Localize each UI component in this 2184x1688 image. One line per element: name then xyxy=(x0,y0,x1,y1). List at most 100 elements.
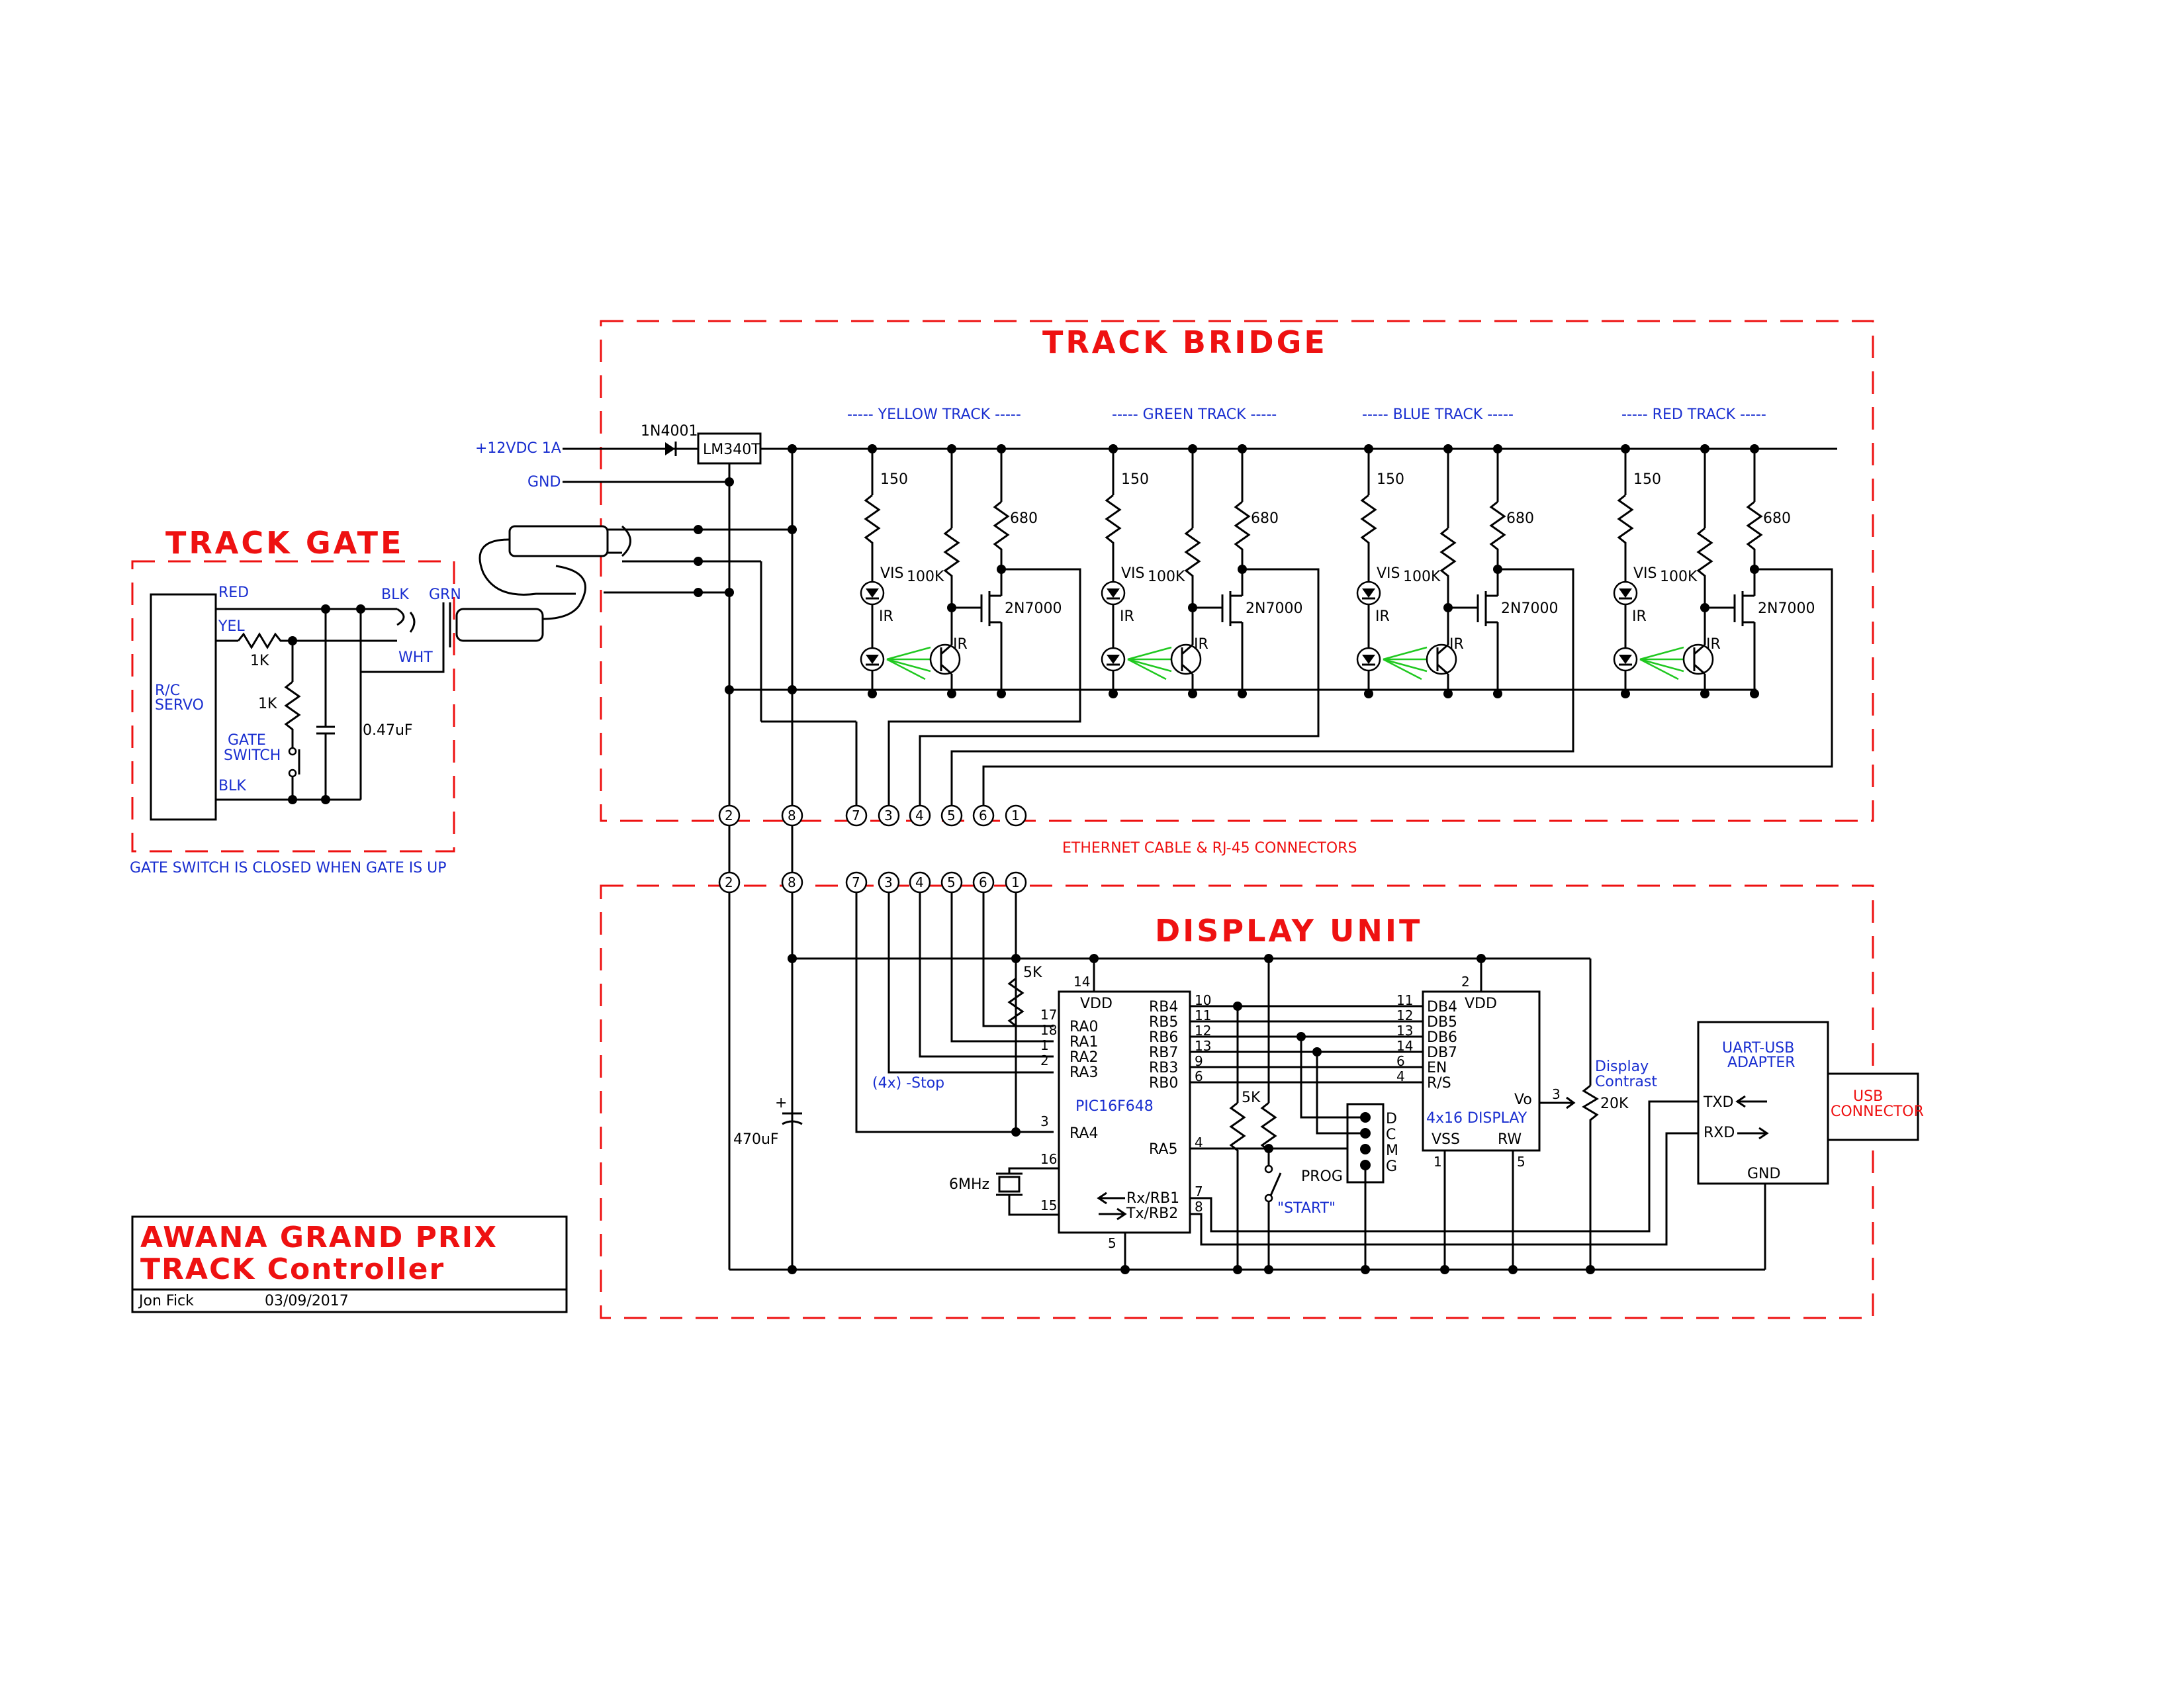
contrast-label-2: Contrast xyxy=(1595,1074,1657,1090)
track-label-red: ----- RED TRACK ----- xyxy=(1621,406,1766,423)
start-label: "START" xyxy=(1277,1200,1336,1217)
svg-text:VIS: VIS xyxy=(880,565,904,582)
contrast-label-1: Display xyxy=(1595,1058,1649,1075)
svg-text:C: C xyxy=(1386,1127,1396,1143)
svg-text:SWITCH: SWITCH xyxy=(224,747,281,764)
svg-text:5: 5 xyxy=(1108,1235,1116,1251)
svg-text:1: 1 xyxy=(1011,808,1020,823)
svg-text:0.47uF: 0.47uF xyxy=(363,722,413,739)
svg-text:1: 1 xyxy=(1011,874,1020,890)
rc-servo xyxy=(150,593,217,821)
track-cell-blue: 150 VIS IR 100K 680 2N7000 IR xyxy=(1356,443,1558,700)
diode-label: 1N4001 xyxy=(641,423,698,440)
svg-text:+: + xyxy=(775,1095,787,1111)
svg-text:100K: 100K xyxy=(1148,569,1185,585)
svg-text:7: 7 xyxy=(852,808,860,823)
cap-470-label: 470uF xyxy=(733,1131,779,1148)
svg-text:7: 7 xyxy=(852,874,860,890)
title-block xyxy=(131,1215,568,1313)
svg-text:Rx/RB1: Rx/RB1 xyxy=(1126,1190,1179,1207)
svg-text:SERVO: SERVO xyxy=(155,697,204,714)
svg-text:RB5: RB5 xyxy=(1149,1014,1178,1031)
svg-text:13: 13 xyxy=(1396,1023,1413,1039)
svg-text:RA4: RA4 xyxy=(1069,1125,1098,1142)
rj45-bridge-side: 2 8 7 3 4 5 6 1 xyxy=(718,804,1027,827)
svg-text:100K: 100K xyxy=(1403,569,1441,585)
svg-text:TXD: TXD xyxy=(1703,1094,1733,1111)
svg-text:2: 2 xyxy=(1461,974,1470,990)
svg-text:R/C: R/C xyxy=(155,682,180,699)
wire-blk-label: BLK xyxy=(218,778,246,794)
pic16f648 xyxy=(1058,990,1191,1234)
svg-text:1: 1 xyxy=(1433,1154,1442,1170)
svg-text:4: 4 xyxy=(915,874,924,890)
svg-text:3: 3 xyxy=(884,808,893,823)
svg-text:7: 7 xyxy=(1195,1184,1203,1199)
svg-text:IR: IR xyxy=(1120,608,1134,625)
rj45-display-side: 2 8 7 3 4 5 6 1 xyxy=(718,871,1027,894)
svg-text:11: 11 xyxy=(1396,992,1413,1008)
svg-text:G: G xyxy=(1386,1158,1397,1175)
pot-label: 20K xyxy=(1600,1096,1629,1112)
track-cell-yellow: 150 VIS IR 100K 680 2N7000 IR xyxy=(860,443,1062,700)
svg-text:5: 5 xyxy=(947,808,956,823)
svg-text:15: 15 xyxy=(1040,1197,1057,1213)
svg-text:GATE: GATE xyxy=(228,732,266,749)
track-cell-green: 150 VIS IR 100K 680 2N7000 IR xyxy=(1101,443,1302,700)
gate-note: GATE SWITCH IS CLOSED WHEN GATE IS UP xyxy=(130,860,447,876)
track-label-blue: ----- BLUE TRACK ----- xyxy=(1362,406,1514,423)
svg-text:14: 14 xyxy=(1073,974,1090,990)
svg-text:VDD: VDD xyxy=(1465,996,1497,1012)
track-bridge-title: TRACK BRIDGE xyxy=(1042,324,1328,360)
svg-text:VIS: VIS xyxy=(1633,565,1657,582)
svg-text:EN: EN xyxy=(1427,1060,1447,1076)
svg-text:1: 1 xyxy=(1040,1037,1049,1053)
svg-text:RA1: RA1 xyxy=(1069,1034,1098,1051)
svg-text:CONNECTOR: CONNECTOR xyxy=(1831,1103,1924,1120)
regulator-label: LM340T xyxy=(703,442,760,458)
svg-text:2N7000: 2N7000 xyxy=(1005,600,1062,617)
svg-text:RA3: RA3 xyxy=(1069,1064,1098,1081)
svg-text:GRN: GRN xyxy=(429,586,461,603)
svg-text:DB6: DB6 xyxy=(1427,1029,1457,1046)
svg-text:IR: IR xyxy=(1375,608,1390,625)
title-line-1: AWANA GRAND PRIX xyxy=(140,1221,498,1254)
svg-text:USB: USB xyxy=(1853,1088,1883,1105)
svg-text:RA0: RA0 xyxy=(1069,1019,1098,1035)
svg-text:2N7000: 2N7000 xyxy=(1246,600,1302,617)
track-label-green: ----- GREEN TRACK ----- xyxy=(1112,406,1277,423)
svg-text:1K: 1K xyxy=(258,696,277,712)
svg-text:D: D xyxy=(1386,1111,1397,1127)
svg-text:150: 150 xyxy=(1121,471,1149,488)
track-bridge-box xyxy=(600,320,1874,822)
svg-text:680: 680 xyxy=(1251,510,1279,527)
svg-text:5: 5 xyxy=(947,874,956,890)
svg-text:18: 18 xyxy=(1040,1022,1057,1038)
date: 03/09/2017 xyxy=(265,1293,349,1309)
svg-text:2N7000: 2N7000 xyxy=(1758,600,1815,617)
svg-text:IR: IR xyxy=(953,636,968,653)
svg-text:150: 150 xyxy=(1377,471,1404,488)
svg-text:UART-USB: UART-USB xyxy=(1722,1040,1794,1056)
svg-text:RB3: RB3 xyxy=(1149,1060,1178,1076)
svg-text:8: 8 xyxy=(788,808,796,823)
mcu-label: PIC16F648 xyxy=(1075,1098,1154,1115)
track-cell-red: 150 VIS IR 100K 680 2N7000 IR xyxy=(1613,443,1815,700)
svg-text:17: 17 xyxy=(1040,1007,1057,1023)
track-gate-title: TRACK GATE xyxy=(165,525,404,561)
svg-text:6: 6 xyxy=(1195,1068,1203,1084)
svg-text:5K: 5K xyxy=(1242,1090,1261,1106)
svg-text:IR: IR xyxy=(879,608,893,625)
svg-text:3: 3 xyxy=(1040,1113,1049,1129)
svg-text:VSS: VSS xyxy=(1432,1131,1460,1148)
svg-text:3: 3 xyxy=(884,874,893,890)
svg-text:1K: 1K xyxy=(250,653,269,669)
svg-text:150: 150 xyxy=(880,471,908,488)
svg-text:2N7000: 2N7000 xyxy=(1501,600,1558,617)
svg-text:12: 12 xyxy=(1396,1008,1413,1023)
svg-text:RB4: RB4 xyxy=(1149,999,1178,1015)
prog-label: PROG xyxy=(1301,1168,1343,1185)
svg-text:IR: IR xyxy=(1706,636,1721,653)
svg-text:IR: IR xyxy=(1449,636,1464,653)
